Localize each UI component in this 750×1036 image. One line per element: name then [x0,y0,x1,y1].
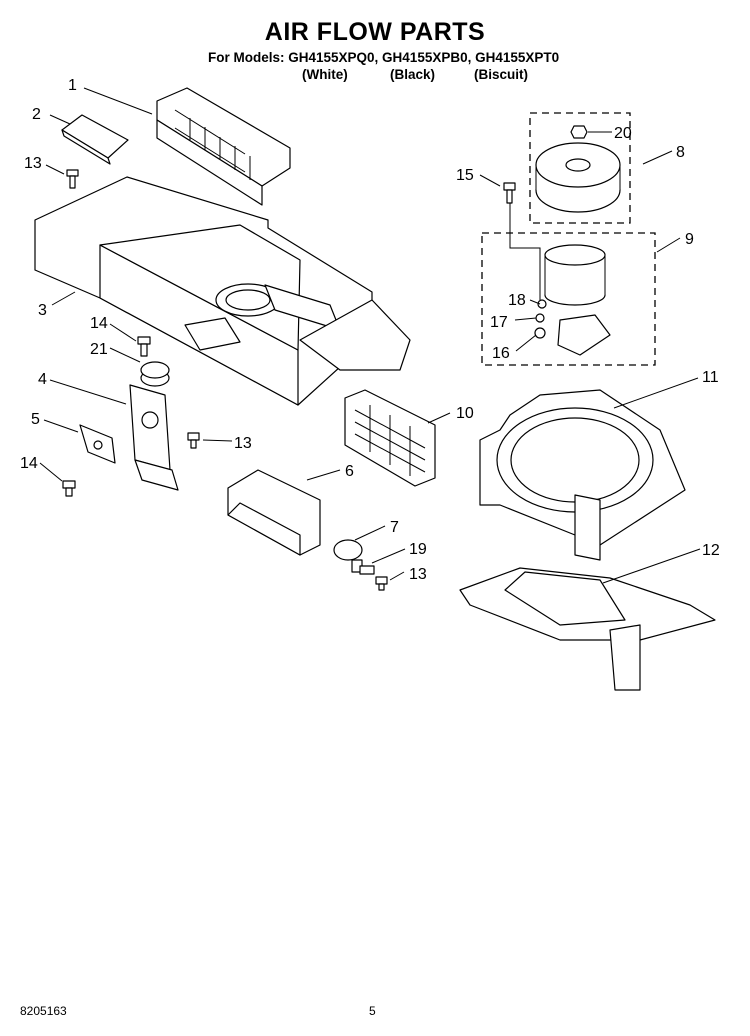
callout-17: 17 [490,314,508,331]
motor-group-box [481,232,656,366]
callout-2: 2 [32,106,41,123]
part-6-lamp-housing [227,469,321,556]
part-18-washer [537,299,547,309]
callout-12: 12 [702,542,720,559]
models-line: For Models: GH4155XPQ0, GH4155XPB0, GH41… [208,50,560,65]
callout-13-top: 13 [24,155,42,172]
callout-13-middle: 13 [234,435,252,452]
part-12-bottom-plate [459,567,716,691]
part-11-blower-housing [479,389,686,561]
screw-14-lower [62,480,76,497]
screw-13-top [66,169,79,189]
callout-4: 4 [38,371,47,388]
screw-15 [503,182,516,204]
part-4-bracket [129,384,179,491]
callout-3: 3 [38,302,47,319]
page-title: AIR FLOW PARTS [264,18,486,46]
part-5-damper [79,424,116,464]
part-19-clip [359,565,375,575]
callout-19: 19 [409,541,427,558]
blower-wheel-group-box [529,112,631,224]
part-9-motor [544,244,611,356]
part-10-grille [344,389,436,487]
callout-20: 20 [614,125,632,142]
part-20-nut [570,125,588,139]
screw-13-middle [187,432,200,449]
color-label-biscuit: (Biscuit) [474,67,528,82]
color-label-black: (Black) [390,67,436,82]
screw-14-upper [137,336,151,357]
callout-7: 7 [390,519,399,536]
callout-11: 11 [702,369,719,386]
callout-13-lower: 13 [409,566,427,583]
part-1-duct-frame [156,87,291,206]
screw-13-lower [375,576,388,591]
color-label-white: (White) [302,67,348,82]
callout-6: 6 [345,463,354,480]
part-17-nut [535,313,545,323]
callout-14-lower: 14 [20,455,38,472]
callout-10: 10 [456,405,474,422]
page-number: 5 [369,1004,376,1018]
callout-5: 5 [31,411,40,428]
part-16-washer [534,327,546,339]
callout-14-upper: 14 [90,315,108,332]
part-3-air-guide [34,176,411,406]
leader-lines [39,87,701,584]
callout-21: 21 [90,341,108,358]
callout-8: 8 [676,144,685,161]
callout-15: 15 [456,167,474,184]
callout-16: 16 [492,345,510,362]
callout-9: 9 [685,231,694,248]
callout-1: 1 [68,77,77,94]
part-8-blower-wheel [535,142,621,213]
callout-18: 18 [508,292,526,309]
part-2-plate [61,114,129,165]
document-number: 8205163 [20,1004,67,1018]
part-21-thermal-cutout [140,361,170,387]
part-7-socket [333,539,363,573]
